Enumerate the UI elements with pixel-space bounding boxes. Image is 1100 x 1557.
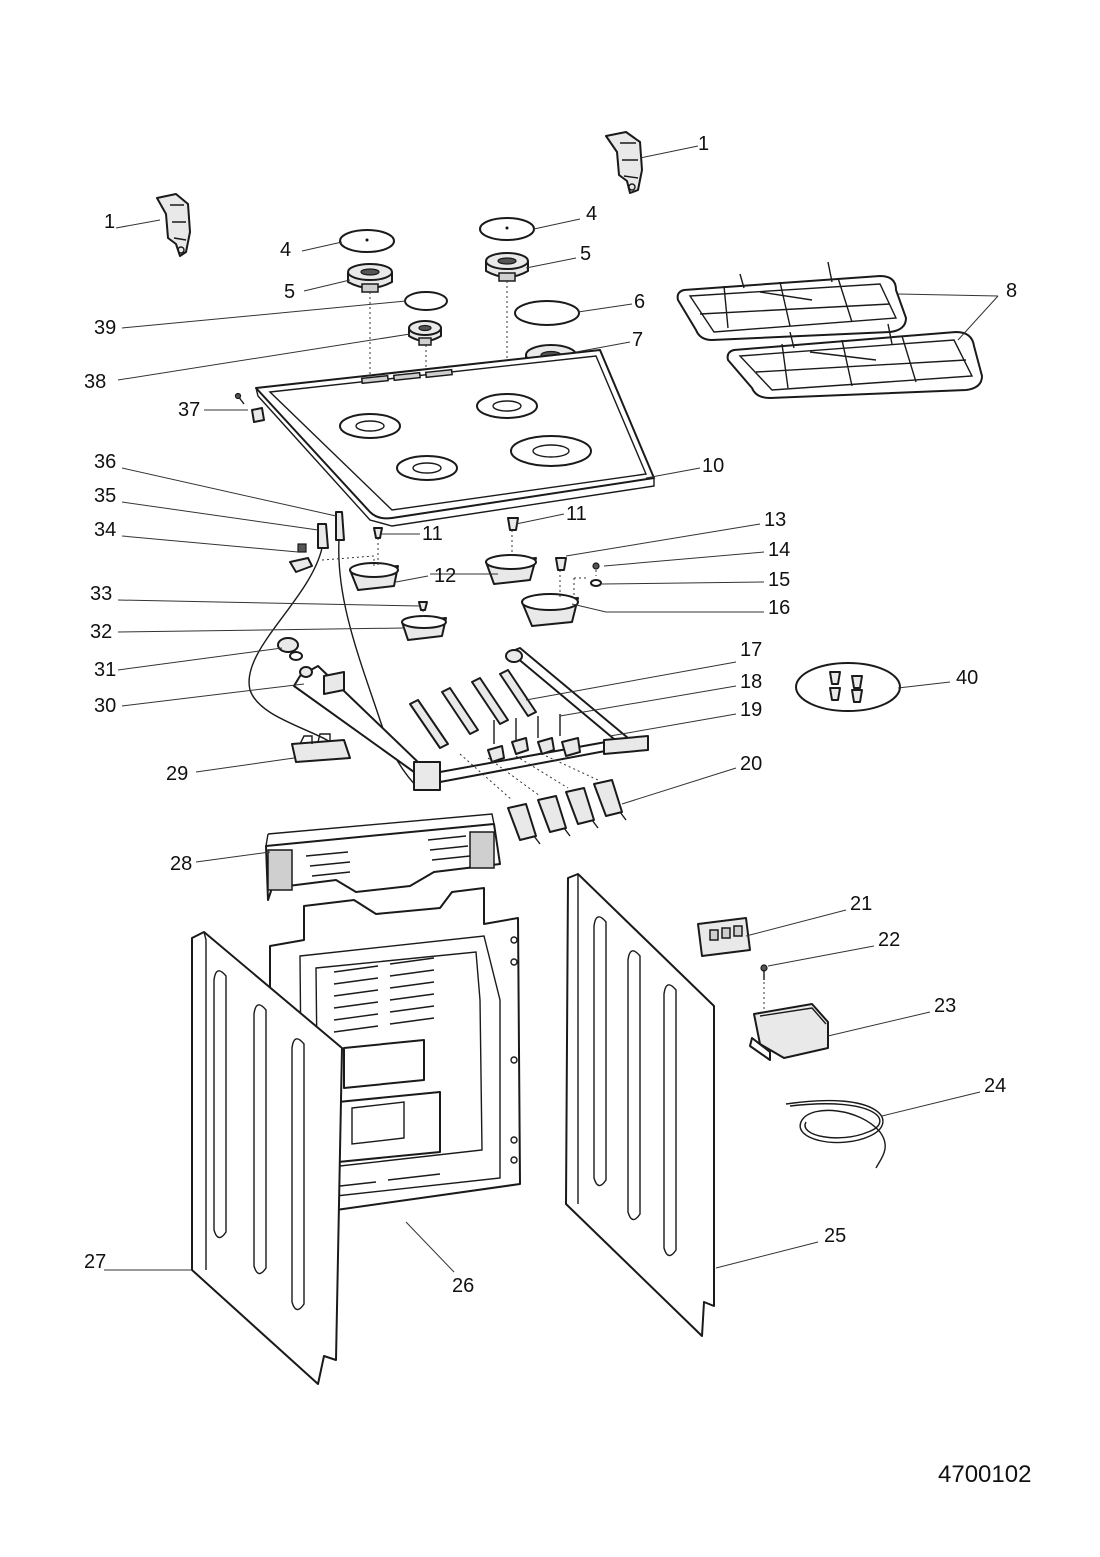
callout-5: 5 <box>284 281 295 303</box>
callout-29: 29 <box>166 763 188 785</box>
callout-33: 33 <box>90 583 112 605</box>
callout-26: 26 <box>452 1275 474 1297</box>
callout-8: 8 <box>1006 280 1017 302</box>
callout-28: 28 <box>170 853 192 875</box>
callout-30: 30 <box>94 695 116 717</box>
burner-cup-large <box>521 593 579 627</box>
gas-taps <box>507 779 627 845</box>
callout-27: 27 <box>84 1251 106 1273</box>
callout-1: 1 <box>104 211 115 233</box>
callout-21: 21 <box>850 893 872 915</box>
hob-top-panel <box>255 349 655 527</box>
callout-11: 11 <box>566 503 587 525</box>
callout-31: 31 <box>94 659 116 681</box>
callout-37: 37 <box>178 399 200 421</box>
callout-16: 16 <box>768 597 790 619</box>
burner-head-left <box>347 263 393 293</box>
callout-38: 38 <box>84 371 106 393</box>
callout-34: 34 <box>94 519 116 541</box>
power-cable <box>785 1099 886 1169</box>
hinge-right <box>605 131 643 194</box>
callout-17: 17 <box>740 639 762 661</box>
burner-cap-large <box>514 300 580 326</box>
callout-35: 35 <box>94 485 116 507</box>
cover-screw <box>760 964 768 980</box>
pipe-fitting <box>277 637 313 678</box>
callout-22: 22 <box>878 929 900 951</box>
callout-20: 20 <box>740 753 762 775</box>
callout-1: 1 <box>698 133 709 155</box>
injector-kit-bag <box>795 662 901 712</box>
burner-head-right <box>485 252 529 282</box>
terminal-block <box>697 917 751 957</box>
callout-14: 14 <box>768 539 790 561</box>
side-panel-right <box>565 873 715 1337</box>
ignition-electrode <box>335 511 421 791</box>
hinge-left <box>156 193 191 257</box>
callout-15: 15 <box>768 569 790 591</box>
hob-fixing-screw <box>234 392 265 423</box>
burner-cap-small <box>404 291 448 311</box>
pan-support-front <box>726 323 983 399</box>
callout-18: 18 <box>740 671 762 693</box>
callout-19: 19 <box>740 699 762 721</box>
side-panel-left <box>191 931 343 1385</box>
callout-4: 4 <box>280 239 291 261</box>
callout-10: 10 <box>702 455 724 477</box>
callout-5: 5 <box>580 243 591 265</box>
cup-screws <box>373 517 602 611</box>
control-panel-bracket <box>265 813 501 901</box>
callout-36: 36 <box>94 451 116 473</box>
callout-7: 7 <box>632 329 643 351</box>
injector-rods <box>409 669 537 749</box>
callout-6: 6 <box>634 291 645 313</box>
drawing-code: 4700102 <box>938 1461 1031 1488</box>
probe-clip <box>289 543 313 573</box>
callout-25: 25 <box>824 1225 846 1247</box>
callout-13: 13 <box>764 509 786 531</box>
thermocouple-probe <box>248 523 343 751</box>
callout-32: 32 <box>90 621 112 643</box>
callout-40: 40 <box>956 667 978 689</box>
burner-cup-left <box>349 562 399 591</box>
burner-cup-small <box>401 615 447 641</box>
callout-12: 12 <box>434 565 456 587</box>
burner-cup-center <box>485 554 537 585</box>
burner-cap-left <box>339 229 395 253</box>
pan-support-rear <box>676 261 907 341</box>
burner-head-small <box>408 320 442 346</box>
callout-11: 11 <box>422 523 443 545</box>
terminal-cover <box>749 1003 829 1061</box>
callout-labels: 1 1 4 4 5 5 6 7 8 10 11 11 12 13 14 15 1… <box>84 133 1017 1297</box>
ignition-module <box>291 733 351 763</box>
callout-23: 23 <box>934 995 956 1017</box>
callout-4: 4 <box>586 203 597 225</box>
callout-39: 39 <box>94 317 116 339</box>
callout-24: 24 <box>984 1075 1006 1097</box>
injector-clips <box>487 714 581 763</box>
leader-lines <box>104 145 999 1273</box>
burner-cap-right <box>479 217 535 241</box>
